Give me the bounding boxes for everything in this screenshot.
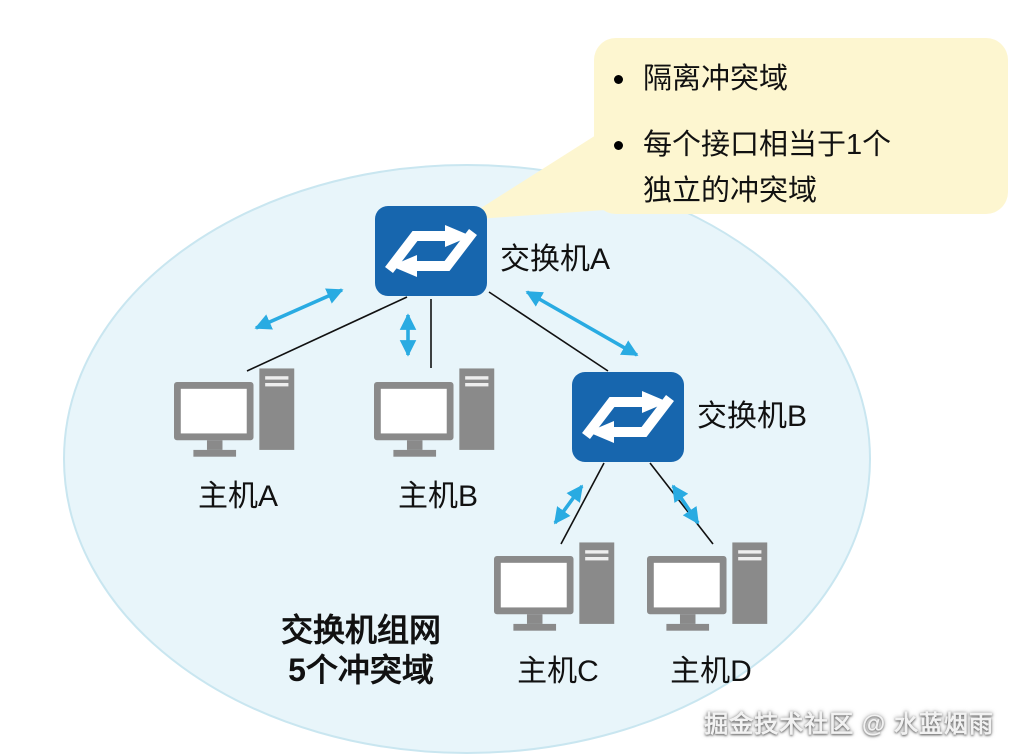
caption-line1: 交换机组网 (280, 612, 442, 648)
traffic-arrows (254, 288, 700, 525)
switch-b-icon (572, 372, 684, 462)
switch-a-label: 交换机A (500, 243, 611, 276)
callout-bullet1-text: 隔离冲突域 (643, 63, 789, 95)
host-c-label: 主机C (517, 655, 599, 688)
link-switchA-hostA (246, 296, 408, 372)
diagram-caption: 交换机组网 5个冲突域 (281, 610, 441, 690)
host-a-label: 主机A (197, 480, 279, 513)
host-b-label: 主机B (397, 480, 479, 513)
callout-body (594, 38, 1008, 214)
switch-b-label: 交换机B (697, 400, 808, 433)
traffic-arrow-hostD (671, 484, 700, 525)
network-boundary-rim (63, 164, 871, 754)
callout-bubble (462, 38, 1008, 220)
traffic-arrow-hostC (553, 484, 584, 525)
switch-a-icon (375, 206, 487, 296)
host-d-label: 主机D (670, 655, 752, 688)
callout-bullet2-line2: 独立的冲突域 (643, 175, 818, 207)
watermark-text: 掘金技术社区 @ 水蓝烟雨 (704, 711, 994, 738)
callout-notes: 隔离冲突域 每个接口相当于1个 独立的冲突域 (594, 38, 1008, 214)
bullet-icon (614, 140, 623, 150)
bullet-icon (614, 74, 623, 84)
traffic-arrow-switchB (525, 290, 639, 357)
traffic-arrow-hostA (254, 288, 344, 330)
caption-line2: 5个冲突域 (288, 652, 434, 688)
callout-bullet2-line1: 每个接口相当于1个 (643, 129, 892, 161)
